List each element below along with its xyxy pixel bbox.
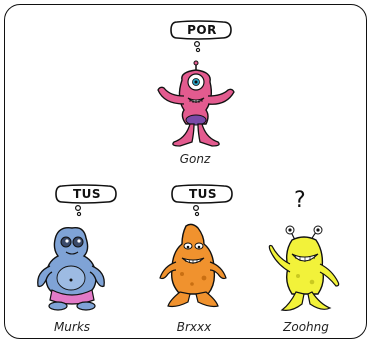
character-brxxx[interactable] xyxy=(152,222,234,314)
speech-bubble-text: TUS xyxy=(188,187,218,201)
character-name-gonz: Gonz xyxy=(179,152,211,166)
speech-bubble-gonz: POR xyxy=(167,16,237,56)
character-zoohng[interactable] xyxy=(262,224,346,316)
speech-bubble-text: POR xyxy=(187,23,217,37)
character-murks[interactable] xyxy=(26,222,118,314)
speech-bubble-murks: TUS xyxy=(52,180,122,220)
speech-bubble-text: TUS xyxy=(72,187,102,201)
speech-bubble-brxxx: TUS xyxy=(168,180,238,220)
character-name-zoohng: Zoohng xyxy=(283,320,329,334)
character-name-murks: Murks xyxy=(53,320,91,334)
character-gonz[interactable] xyxy=(150,60,240,152)
character-name-brxxx: Brxxx xyxy=(176,320,212,334)
question-mark: ? xyxy=(294,188,306,213)
